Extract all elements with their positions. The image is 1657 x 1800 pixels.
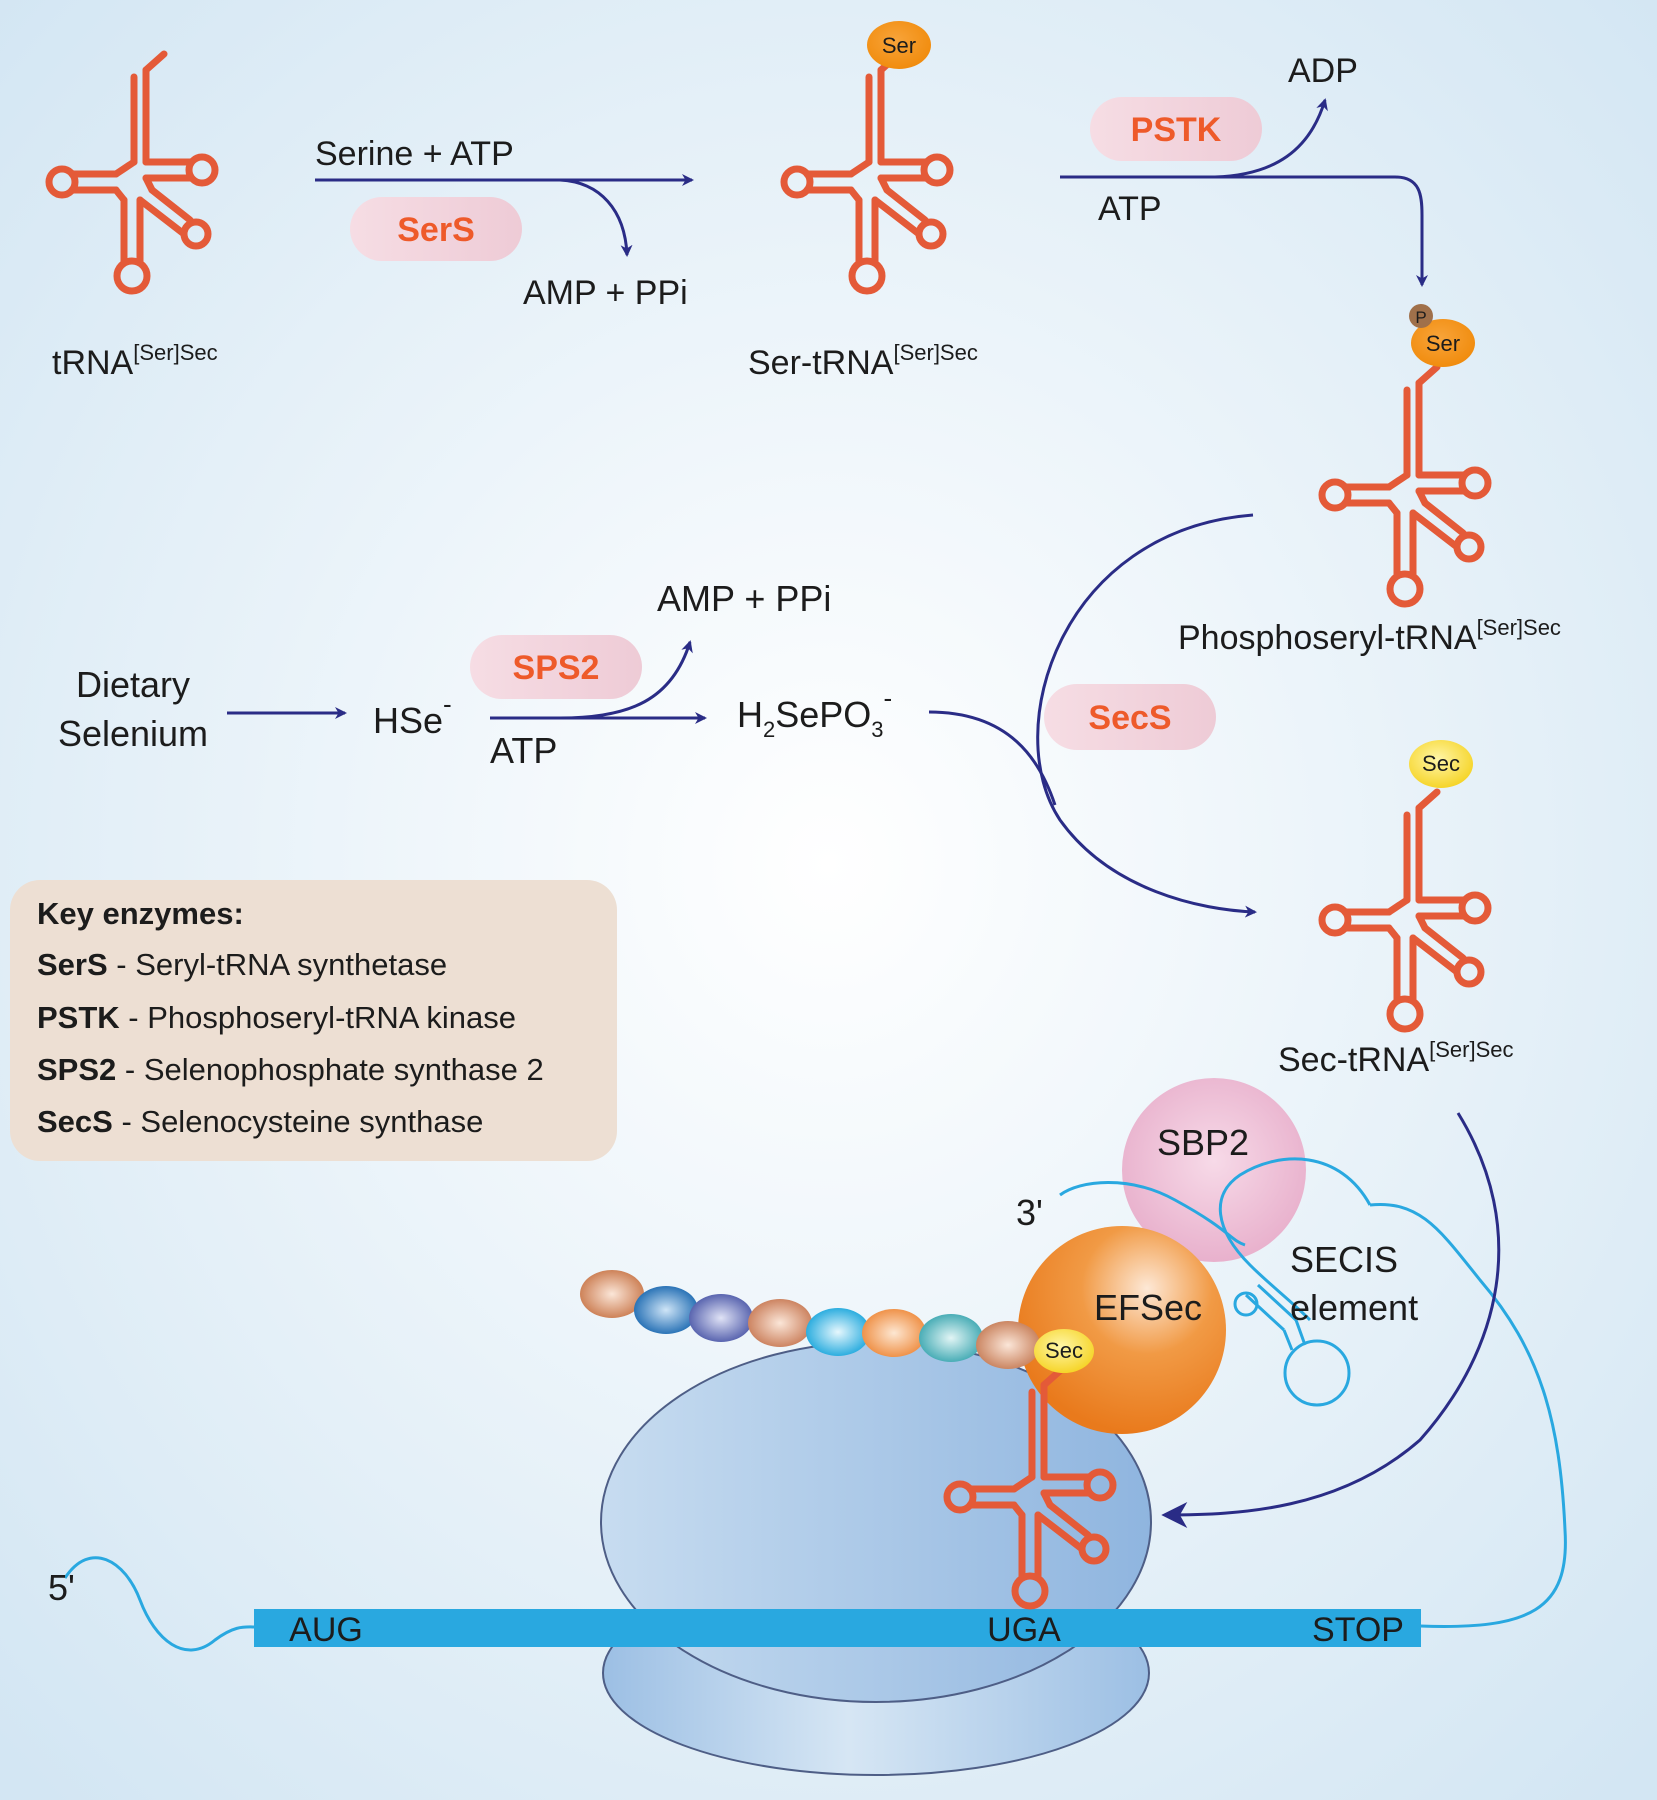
sps2-pill: [470, 635, 642, 699]
trna-ser-label: Ser-tRNA[Ser]Sec: [748, 340, 978, 382]
mrna-5-prime-tail: [63, 1556, 257, 1652]
phosphoseryl-residue: [1411, 319, 1475, 367]
secis-label-1: SECIS: [1290, 1239, 1398, 1280]
three-prime-label: 3': [1016, 1192, 1043, 1233]
hse-label: HSe-: [373, 689, 452, 741]
peptide-chain: [580, 1270, 1040, 1369]
mrna-3-prime-utr: [1369, 1202, 1567, 1628]
secs-pill: [1044, 684, 1216, 750]
amino-acid-bead: [976, 1321, 1040, 1369]
amino-acid-bead: [919, 1314, 983, 1362]
stop-codon: STOP: [1312, 1611, 1404, 1649]
phosphoseryl-residue-label: Ser: [1426, 331, 1460, 356]
phosphate-group: [1409, 304, 1433, 328]
amino-acid-bead: [580, 1270, 644, 1318]
sec-residue-ribosome-label: Sec: [1045, 1338, 1083, 1363]
sec-residue-label: Sec: [1422, 751, 1460, 776]
efsec-label: EFSec: [1094, 1287, 1202, 1328]
pstk-label: PSTK: [1131, 111, 1222, 149]
adp-label: ADP: [1288, 52, 1358, 90]
amino-acid-bead: [634, 1286, 698, 1334]
secis-label-2: element: [1290, 1287, 1418, 1328]
sbp2-label: SBP2: [1157, 1122, 1249, 1163]
amino-acid-bead: [748, 1299, 812, 1347]
amp-release-arrow: [559, 178, 633, 257]
serine-atp-label: Serine + ATP: [315, 135, 514, 173]
secis-outer-loop: [1218, 1157, 1372, 1322]
key-title: Key enzymes:: [37, 896, 244, 931]
atp-pstk-label: ATP: [1098, 190, 1162, 228]
selenophosphate-label: H2SePO3-: [737, 683, 892, 742]
sec-residue-ribosome: [1034, 1329, 1094, 1373]
amino-acid-bead: [862, 1309, 926, 1357]
secis-connector: [1059, 1181, 1246, 1247]
secis-stem-2: [1282, 1319, 1307, 1351]
key-enzymes-box: Key enzymes: SerS - Seryl-tRNA synthetas…: [10, 880, 617, 1161]
amp-ppi-label-1: AMP + PPi: [523, 274, 688, 312]
trna-phosphoseryl-label: Phosphoseryl-tRNA[Ser]Sec: [1178, 615, 1561, 657]
key-box-background: [10, 880, 617, 1161]
five-prime-label: 5': [48, 1567, 75, 1608]
dietary-label: Dietary: [76, 664, 190, 705]
ser-residue: [867, 21, 931, 69]
delivery-arrow: [1161, 1112, 1501, 1528]
secis-bulge: [1233, 1291, 1259, 1317]
secis-stem-1: [1244, 1283, 1298, 1332]
mrna-coding-region: [254, 1609, 1421, 1647]
selenium-label: Selenium: [58, 713, 208, 754]
aug-codon: AUG: [289, 1611, 363, 1649]
amp-ppi-label-2: AMP + PPi: [657, 578, 831, 619]
sers-label: SerS: [397, 211, 475, 249]
sers-pill: [350, 197, 522, 261]
adp-release-arrow: [1214, 98, 1328, 179]
sec-residue: [1409, 740, 1473, 788]
selenophosphate-arrow: [928, 710, 1057, 806]
sbp2-protein: [1122, 1078, 1306, 1262]
secs-arrow: [1036, 513, 1257, 918]
efsec-protein: [1018, 1226, 1226, 1434]
secs-label: SecS: [1088, 699, 1171, 737]
ser-residue-label: Ser: [882, 33, 916, 58]
amino-acid-bead: [806, 1308, 870, 1356]
trna-sec-label: Sec-tRNA[Ser]Sec: [1278, 1037, 1514, 1079]
key-item: SerS - Seryl-tRNA synthetase: [37, 947, 447, 982]
secis-apical-loop: [1283, 1339, 1351, 1407]
key-item: SPS2 - Selenophosphate synthase 2: [37, 1052, 544, 1087]
pstk-arrow: [1060, 175, 1428, 287]
atp-sps2-label: ATP: [490, 730, 557, 771]
trna-unloaded-label: tRNA[Ser]Sec: [52, 340, 218, 382]
sps2-label: SPS2: [513, 649, 600, 687]
pstk-pill: [1090, 97, 1262, 161]
uga-codon: UGA: [987, 1611, 1061, 1649]
amino-acid-bead: [689, 1294, 753, 1342]
amp-release-arrow-2: [559, 640, 693, 720]
phosphate-label: P: [1415, 308, 1426, 327]
key-item: PSTK - Phosphoseryl-tRNA kinase: [37, 1000, 516, 1035]
key-item: SecS - Selenocysteine synthase: [37, 1104, 483, 1139]
